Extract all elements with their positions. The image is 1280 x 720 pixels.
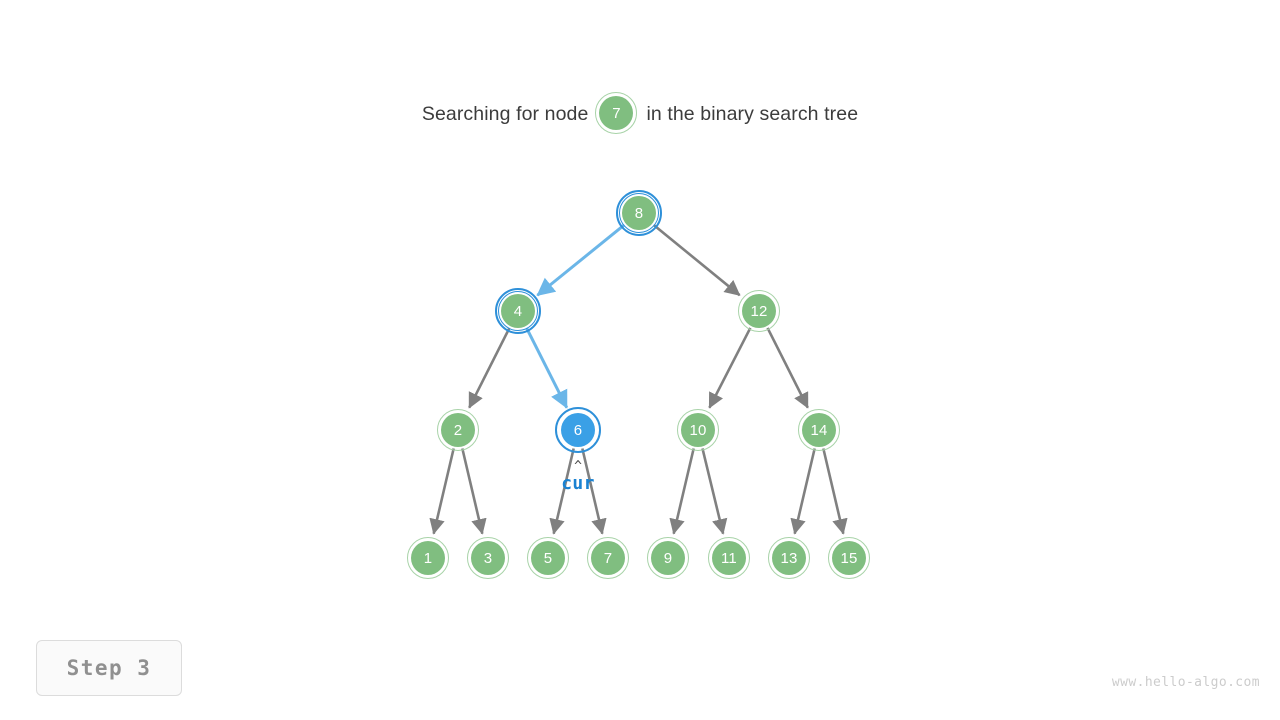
title-prefix: Searching for node [421, 102, 589, 125]
node-value: 4 [501, 294, 535, 328]
node-ring [677, 409, 719, 451]
pointer-cur: ^cur [561, 460, 594, 495]
tree-edge [708, 327, 752, 409]
tree-node-6[interactable]: 6 [555, 407, 601, 453]
node-value: 5 [531, 541, 565, 575]
node-ring [738, 290, 780, 332]
node-ring [798, 409, 840, 451]
node-value: 13 [772, 541, 806, 575]
node-ring [647, 537, 689, 579]
node-ring [828, 537, 870, 579]
node-value: 8 [622, 196, 656, 230]
tree-edge [766, 327, 809, 409]
tree-node-13[interactable]: 13 [768, 537, 810, 579]
tree-node-1[interactable]: 1 [407, 537, 449, 579]
tree-node-10[interactable]: 10 [677, 409, 719, 451]
node-ring [407, 537, 449, 579]
node-ring [616, 190, 662, 236]
tree-node-8[interactable]: 8 [616, 190, 662, 236]
node-value: 12 [742, 294, 776, 328]
tree-edge [652, 224, 741, 297]
tree-node-2[interactable]: 2 [437, 409, 479, 451]
tree-edge [536, 223, 626, 297]
node-ring [495, 288, 541, 334]
node-ring [467, 537, 509, 579]
node-value: 11 [712, 541, 746, 575]
pointer-caret-icon: ^ [574, 459, 582, 474]
title-badge-ring [595, 92, 638, 134]
tree-edge [822, 448, 848, 535]
page-title: Searching for node 7 in the binary searc… [0, 92, 1280, 136]
tree-node-3[interactable]: 3 [467, 537, 509, 579]
tree-edge [429, 448, 455, 535]
node-ring [708, 537, 750, 579]
node-ring [555, 407, 601, 453]
tree-node-12[interactable]: 12 [738, 290, 780, 332]
tree-edge [468, 327, 511, 409]
watermark: www.hello-algo.com [1111, 675, 1260, 690]
node-ring [768, 537, 810, 579]
tree-node-4[interactable]: 4 [495, 288, 541, 334]
node-value: 10 [681, 413, 715, 447]
node-value: 3 [471, 541, 505, 575]
node-ring [527, 537, 569, 579]
node-value: 7 [591, 541, 625, 575]
tree-node-7[interactable]: 7 [587, 537, 629, 579]
title-suffix: in the binary search tree [646, 102, 859, 125]
tree-node-11[interactable]: 11 [708, 537, 750, 579]
node-value: 2 [441, 413, 475, 447]
step-badge: Step 3 [36, 640, 182, 696]
title-target-value-badge: 7 [595, 92, 639, 136]
tree-edge [549, 448, 575, 535]
tree-node-15[interactable]: 15 [828, 537, 870, 579]
pointer-label: cur [561, 473, 595, 494]
node-value: 1 [411, 541, 445, 575]
edges-group [429, 223, 848, 535]
title-badge-value: 7 [599, 96, 634, 130]
tree-node-5[interactable]: 5 [527, 537, 569, 579]
node-value: 15 [832, 541, 866, 575]
node-value: 6 [561, 413, 595, 447]
step-badge-label: Step 3 [66, 656, 152, 680]
node-value: 9 [651, 541, 685, 575]
tree-edge [790, 448, 816, 535]
node-value: 14 [802, 413, 836, 447]
tree-edge [525, 327, 569, 409]
tree-edge [581, 448, 607, 535]
node-inner-ring [619, 193, 659, 233]
tree-edge [669, 448, 695, 535]
tree-node-14[interactable]: 14 [798, 409, 840, 451]
tree-edge [701, 448, 728, 535]
node-ring [437, 409, 479, 451]
node-inner-ring [498, 291, 538, 331]
tree-node-9[interactable]: 9 [647, 537, 689, 579]
tree-edge [461, 448, 487, 535]
node-ring [587, 537, 629, 579]
